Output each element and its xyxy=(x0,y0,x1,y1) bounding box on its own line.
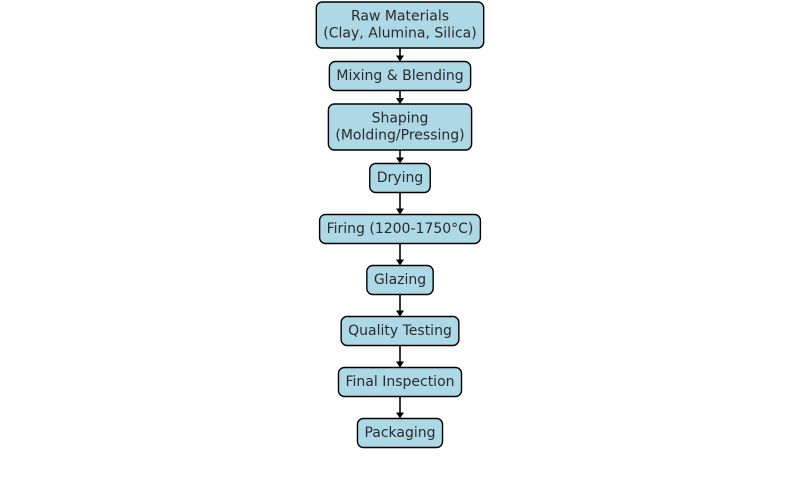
step-label: Packaging xyxy=(364,425,435,441)
step-quality-testing: Quality Testing xyxy=(340,315,460,347)
arrow-head xyxy=(396,55,404,62)
step-box xyxy=(327,103,473,151)
step-drying: Drying xyxy=(369,162,431,194)
arrow-head xyxy=(396,310,404,317)
step-label: (Clay, Alumina, Silica) xyxy=(323,26,476,42)
step-label: (Molding/Pressing) xyxy=(335,128,464,144)
step-label: Raw Materials xyxy=(351,9,449,25)
step-label: Drying xyxy=(377,170,423,186)
step-box xyxy=(315,1,485,49)
step-box xyxy=(318,213,482,245)
step-firing-1200-1750-c: Firing (1200-1750°C) xyxy=(318,213,482,245)
arrow-head xyxy=(396,259,404,266)
step-box xyxy=(369,162,431,194)
step-label: Firing (1200-1750°C) xyxy=(327,221,474,237)
step-box xyxy=(337,366,463,398)
arrow-head xyxy=(396,361,404,368)
step-raw-materials: Raw Materials(Clay, Alumina, Silica) xyxy=(315,1,485,49)
step-shaping: Shaping(Molding/Pressing) xyxy=(327,103,473,151)
step-packaging: Packaging xyxy=(356,417,444,449)
step-box xyxy=(340,315,460,347)
step-glazing: Glazing xyxy=(366,264,434,296)
arrow-head xyxy=(396,157,404,164)
arrow-head xyxy=(396,412,404,419)
step-box xyxy=(356,417,444,449)
step-label: Mixing & Blending xyxy=(336,68,463,84)
step-label: Glazing xyxy=(374,272,426,288)
step-label: Shaping xyxy=(372,111,429,127)
step-box xyxy=(366,264,434,296)
step-label: Final Inspection xyxy=(345,374,454,390)
step-label: Quality Testing xyxy=(348,323,452,339)
arrow-head xyxy=(396,98,404,104)
step-mixing-blending: Mixing & Blending xyxy=(328,60,472,92)
step-box xyxy=(328,60,472,92)
arrow-head xyxy=(396,208,404,215)
flow-nodes: Raw Materials(Clay, Alumina, Silica) Mixi… xyxy=(315,1,485,449)
step-final-inspection: Final Inspection xyxy=(337,366,463,398)
